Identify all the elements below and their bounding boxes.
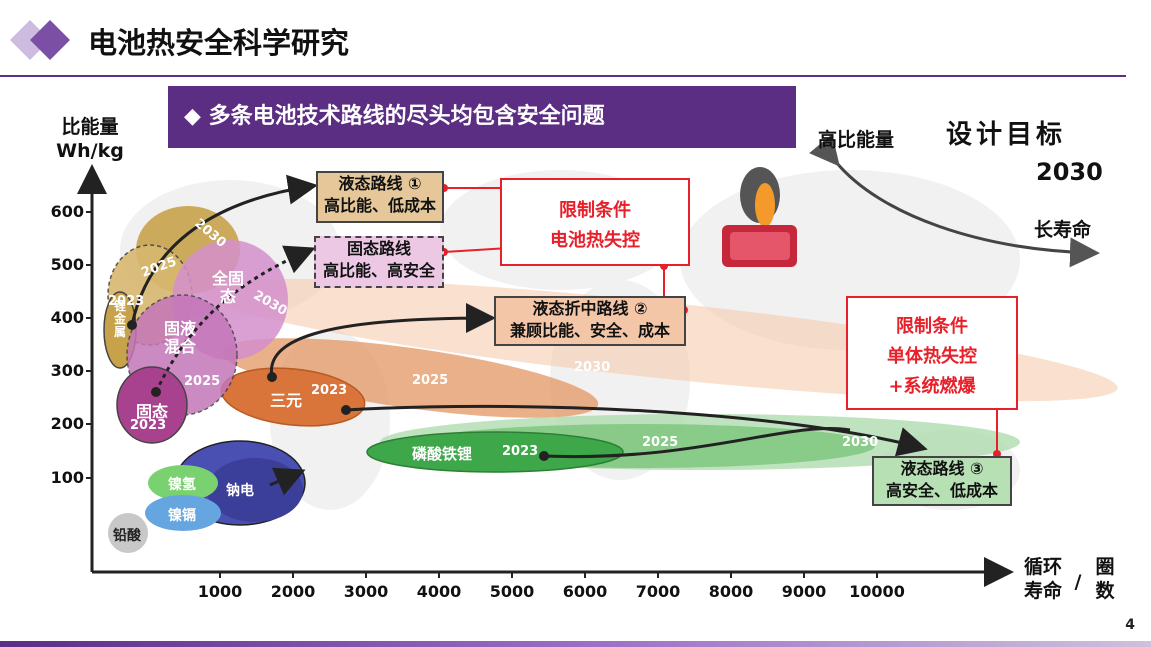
y-axis-label: 比能量 Wh/kg	[50, 115, 130, 163]
x-axis-label-right: 圈 数	[1095, 556, 1115, 602]
arrow-liquid3-from-ternary	[345, 404, 928, 457]
route-box-liquid3-desc: 高安全、低成本	[885, 481, 998, 500]
solid-full-label: 全固态	[211, 269, 244, 306]
design-goal-arc	[809, 133, 1100, 268]
y-tick: 400	[50, 308, 84, 327]
y-axis-label-line2: Wh/kg	[56, 140, 124, 162]
solid-2023-year: 2023	[130, 418, 167, 433]
sodium-label: 钠电	[226, 483, 254, 499]
ternary-2025-ellipse	[221, 338, 599, 418]
solid-2023-label: 固态	[136, 402, 169, 421]
ternary-label: 三元	[270, 391, 303, 410]
ternary-2025-label: 2025	[412, 373, 449, 388]
arrow-sodium	[269, 467, 306, 496]
route-box-solid-title: 固态路线	[346, 239, 411, 258]
y-tick: 600	[50, 202, 84, 221]
x-tick: 7000	[635, 582, 681, 601]
header-divider	[0, 75, 1126, 77]
lead-acid-circle	[108, 513, 148, 553]
lfp-2023-label: 2023	[502, 444, 539, 459]
design-goal-year: 2030	[1036, 158, 1103, 186]
y-axis-ticks	[86, 211, 92, 479]
solid-liquid-2025-label: 2025	[184, 374, 221, 389]
solid-liquid-label: 固液混合	[163, 319, 196, 356]
y-tick: 300	[50, 361, 84, 380]
nimh-ellipse	[148, 465, 218, 501]
ternary-2023-label: 2023	[311, 383, 348, 398]
x-tick: 8000	[708, 582, 754, 601]
lead-acid-label: 铅酸	[113, 528, 141, 544]
footer-bar	[0, 641, 1151, 647]
nicd-ellipse	[145, 495, 221, 531]
arrow-liquid3-from-lfp	[543, 426, 851, 459]
lfp-2030-label: 2030	[842, 435, 879, 450]
sodium-inner-ellipse	[207, 458, 303, 522]
y-tick: 100	[50, 468, 84, 487]
route-box-liquid2: 液态折中路线 ② 兼顾比能、安全、成本	[494, 296, 686, 346]
route-box-liquid1: 液态路线 ① 高比能、低成本	[316, 171, 444, 223]
x-axis-label-slash: /	[1074, 571, 1082, 593]
page-number: 4	[1125, 617, 1135, 633]
x-tick: 2000	[270, 582, 316, 601]
arrow-liquid1	[130, 174, 318, 326]
constraint-2-line1: 单体热失控	[887, 346, 977, 367]
x-tick: 1000	[197, 582, 243, 601]
lfp-label: 磷酸铁锂	[412, 445, 473, 463]
route-box-solid-desc: 高比能、高安全	[322, 261, 435, 280]
route-box-liquid2-desc: 兼顾比能、安全、成本	[509, 321, 670, 340]
arrow-liquid2	[269, 303, 496, 378]
constraint-2-title: 限制条件	[896, 316, 968, 337]
x-tick: 6000	[562, 582, 608, 601]
route-box-solid: 固态路线 高比能、高安全	[314, 236, 444, 288]
y-tick: 500	[50, 255, 84, 274]
route-box-liquid2-title: 液态折中路线 ②	[532, 299, 648, 318]
route-box-liquid1-title: 液态路线 ①	[338, 174, 422, 193]
x-tick: 3000	[343, 582, 389, 601]
constraint-1-text: 电池热失控	[550, 230, 640, 251]
y-axis-label-line1: 比能量	[61, 116, 119, 138]
y-tick: 200	[50, 414, 84, 433]
x-axis-ticks	[219, 572, 878, 578]
x-tick: 9000	[781, 582, 827, 601]
x-tick: 10000	[849, 582, 905, 601]
battery-fire-illustration	[722, 167, 797, 267]
banner: ◆ 多条电池技术路线的尽头均包含安全问题	[168, 86, 796, 148]
lfp-2023-ellipse	[366, 431, 624, 473]
header-diamond-logo	[10, 20, 70, 60]
li-metal-label: 锂金属	[113, 299, 126, 339]
constraint-box-2: 限制条件 单体热失控 +系统燃爆	[846, 296, 1018, 410]
arrow-solid	[154, 245, 316, 393]
lfp-2025-label: 2025	[642, 435, 679, 450]
x-axis-label-left: 循环 寿命	[1023, 556, 1062, 602]
arrow-origin-dots	[127, 320, 549, 461]
route-box-liquid3-title: 液态路线 ③	[900, 459, 984, 478]
constraint-box-1: 限制条件 电池热失控	[500, 178, 690, 266]
x-tick: 4000	[416, 582, 462, 601]
solid-2023-ellipse	[116, 366, 188, 444]
design-goal-title: 设计目标	[946, 120, 1067, 150]
ternary-2030-label: 2030	[574, 360, 611, 375]
page-title: 电池热安全科学研究	[88, 26, 350, 60]
x-tick: 5000	[489, 582, 535, 601]
design-goal-high-energy: 高比能量	[818, 129, 895, 151]
li-metal-2023-label: 2023	[108, 294, 145, 309]
nimh-label: 镍氢	[168, 477, 196, 493]
route-box-liquid3: 液态路线 ③ 高安全、低成本	[872, 456, 1012, 506]
design-goal-long-life: 长寿命	[1034, 219, 1092, 241]
route-box-liquid1-desc: 高比能、低成本	[323, 196, 436, 215]
nicd-label: 镍镉	[168, 508, 196, 524]
constraint-2-line2: +系统燃爆	[888, 376, 976, 397]
constraint-1-title: 限制条件	[559, 200, 631, 221]
